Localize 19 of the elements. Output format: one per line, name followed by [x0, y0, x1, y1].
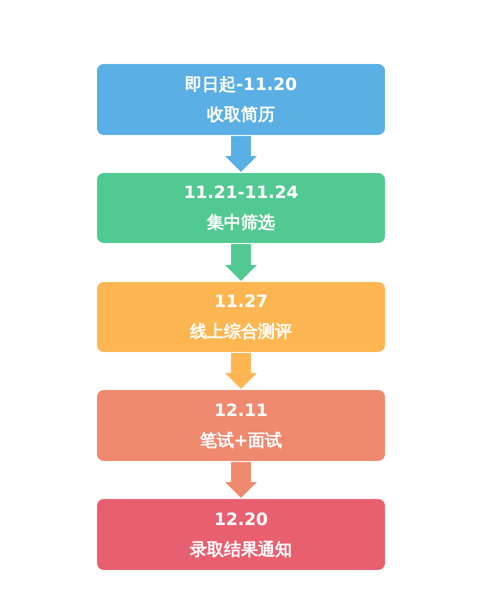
process-box [97, 173, 385, 243]
step-text: 集中筛选 [207, 213, 275, 233]
process-box [97, 64, 385, 135]
date-text: 12.20 [214, 510, 268, 530]
date-text: 11.21-11.24 [184, 183, 298, 203]
step-text: 录取结果通知 [190, 540, 292, 560]
arrow [225, 136, 257, 172]
date-text: 12.11 [214, 400, 268, 420]
arrow [225, 462, 257, 498]
process-box [97, 499, 385, 570]
step-text: 线上综合测评 [190, 322, 292, 342]
date-text: 即日起-11.20 [185, 74, 297, 94]
arrow [225, 244, 257, 281]
date-text: 11.27 [214, 292, 268, 312]
step-text: 笔试+面试 [200, 430, 282, 450]
arrow [225, 353, 257, 389]
process-box [97, 282, 385, 352]
step-text: 收取简历 [207, 104, 275, 124]
process-box [97, 390, 385, 461]
